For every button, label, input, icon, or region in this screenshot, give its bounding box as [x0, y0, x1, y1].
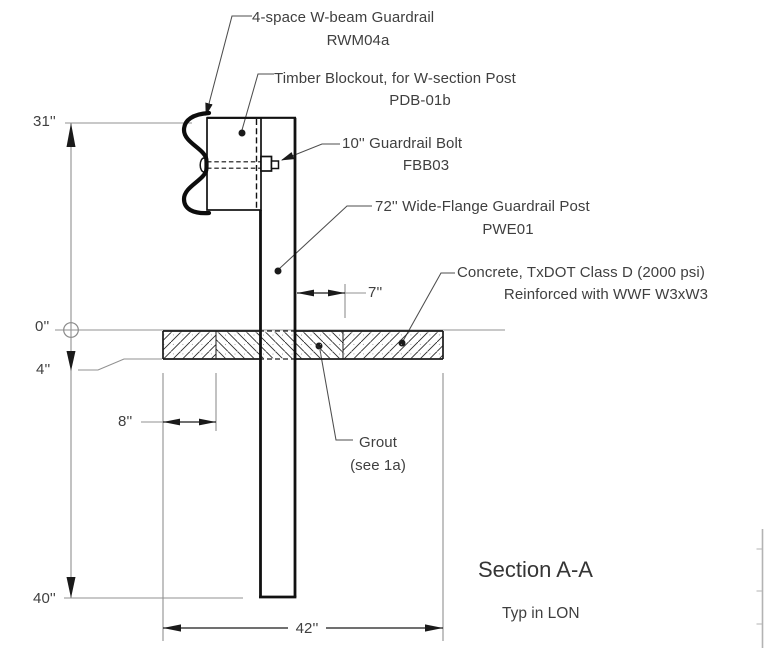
arrow-down-40 [66, 577, 76, 598]
arrow-up-31 [66, 123, 76, 147]
callout-bolt-line1: 10'' Guardrail Bolt [342, 135, 463, 152]
bolt-thread-stub [270, 160, 280, 170]
post-leader-dot [274, 267, 282, 275]
rail-leader [205, 15, 252, 117]
blockout-leader-dot [238, 129, 246, 137]
bolt-nut [260, 155, 273, 172]
slab-thickness-jog-line [78, 358, 162, 371]
w-beam-profile [181, 110, 212, 216]
dim-slab-width: 42'' [295, 620, 319, 637]
bolt-leader [280, 143, 340, 161]
arrow-right-8 [199, 418, 216, 426]
callout-grout-line2: (see 1a) [350, 457, 406, 474]
border-ticks [756, 548, 763, 625]
w-beam-rail [181, 110, 212, 216]
arrow-left-7 [297, 289, 314, 297]
concrete-slab [162, 330, 444, 360]
slab-hatch-2 [216, 331, 260, 359]
slab-hatch-3 [296, 331, 343, 359]
leader-lines [205, 15, 455, 441]
section-subtitle: Typ in LON [502, 605, 580, 622]
post-leader [278, 205, 372, 270]
dim-slab-thickness: 4'' [36, 361, 51, 378]
concrete-leader [402, 272, 455, 342]
arrow-left-42 [163, 624, 181, 632]
callout-post-line2: PWE01 [482, 221, 534, 238]
dim-post-offset: 8'' [118, 413, 133, 430]
callout-blockout-line2: PDB-01b [389, 92, 451, 109]
timber-blockout [206, 117, 262, 211]
arrow-right-7 [328, 289, 345, 297]
callout-post-line1: 72'' Wide-Flange Guardrail Post [375, 198, 590, 215]
arrow-right-42 [425, 624, 443, 632]
arrow-left-8 [163, 418, 180, 426]
callout-bolt-line2: FBB03 [402, 157, 450, 174]
section-title: Section A-A [478, 557, 593, 582]
callout-concrete-line2: Reinforced with WWF W3xW3 [503, 286, 709, 303]
arrow-down-4 [66, 351, 76, 371]
callout-rail-line1: 4-space W-beam Guardrail [252, 9, 435, 26]
datum-circle [63, 322, 79, 338]
guardrail-bolt [199, 155, 280, 173]
dim-flange-offset: 7'' [368, 284, 383, 301]
sheet-border-fragment [756, 529, 764, 648]
dim-rail-height: 31'' [33, 113, 56, 130]
construction-lines [55, 122, 505, 641]
dimension-arrows [66, 123, 443, 632]
callout-rail-line2: RWM04a [326, 32, 390, 49]
slab-hatch-1 [163, 331, 216, 359]
callout-concrete-line1: Concrete, TxDOT Class D (2000 psi) [457, 264, 705, 281]
blockout-outline [206, 117, 262, 211]
callout-blockout-line1: Timber Blockout, for W-section Post [274, 70, 516, 87]
blockout-leader [241, 73, 274, 131]
callout-grout-line1: Grout [358, 434, 398, 451]
slab-hatch-4 [343, 331, 443, 359]
grout-hatch [261, 331, 295, 359]
grout-leader [319, 349, 353, 441]
dim-datum: 0'' [35, 318, 50, 335]
bolt-shank-hidden [207, 161, 261, 169]
dim-embedment: 40'' [33, 590, 56, 607]
